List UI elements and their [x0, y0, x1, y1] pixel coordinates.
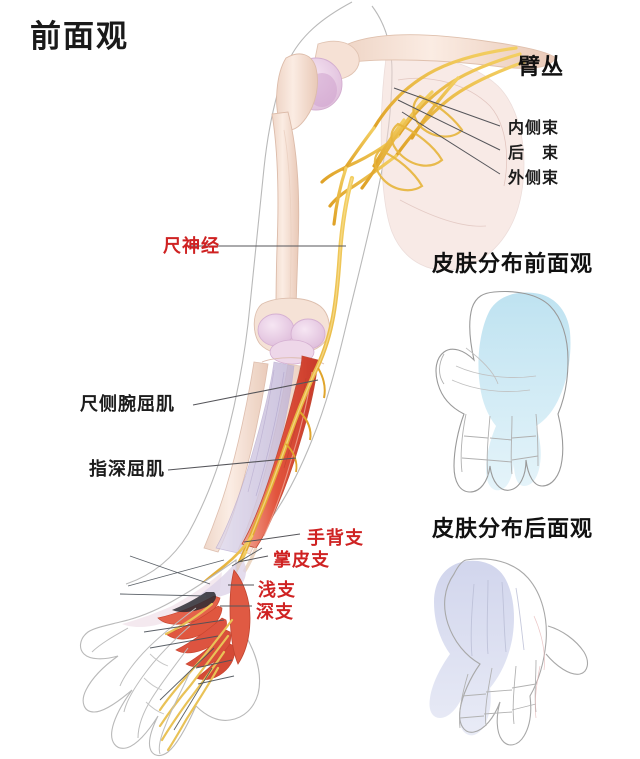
leader-fdp — [167, 457, 297, 471]
flexor-carpi-ulnaris — [241, 355, 319, 573]
label-flexor-carpi-ulnaris: 尺侧腕屈肌 — [80, 394, 175, 415]
radius — [203, 361, 269, 553]
plexus-loops — [373, 94, 464, 192]
panel-heading-palmar: 皮肤分布前面观 — [432, 252, 594, 277]
label-dorsal-branch: 手背支 — [307, 528, 364, 549]
leader-lines-plexus — [393, 87, 501, 175]
plexus-cord-posterior: 后 束 — [508, 143, 560, 162]
panel-heading-dorsal: 皮肤分布后面观 — [432, 517, 594, 542]
hand-dissection — [79, 558, 261, 757]
label-superficial-branch: 浅支 — [258, 580, 296, 601]
plexus-heading: 臂丛 — [518, 55, 565, 80]
label-deep-branch: 深支 — [256, 602, 294, 623]
panel-dorsal-hand — [429, 558, 589, 746]
humerus — [271, 111, 300, 313]
leader-lines-left — [167, 245, 346, 471]
plexus-cord-lateral: 外侧束 — [508, 168, 560, 187]
leader-lines-branches — [220, 533, 301, 607]
elbow-joint — [253, 297, 330, 365]
page-title: 前面观 — [30, 19, 129, 55]
flexor-digitorum-profundus — [215, 361, 295, 555]
label-ulnar-nerve: 尺神经 — [163, 236, 220, 257]
panel-palmar-hand — [435, 290, 571, 493]
label-flexor-digitorum-profundus: 指深屈肌 — [89, 459, 165, 480]
plexus-cord-medial: 内侧束 — [508, 118, 560, 137]
leader-lines-hand — [119, 547, 263, 731]
leader-fcu — [192, 379, 319, 406]
label-palmar-cutaneous-branch: 掌皮支 — [273, 550, 330, 571]
